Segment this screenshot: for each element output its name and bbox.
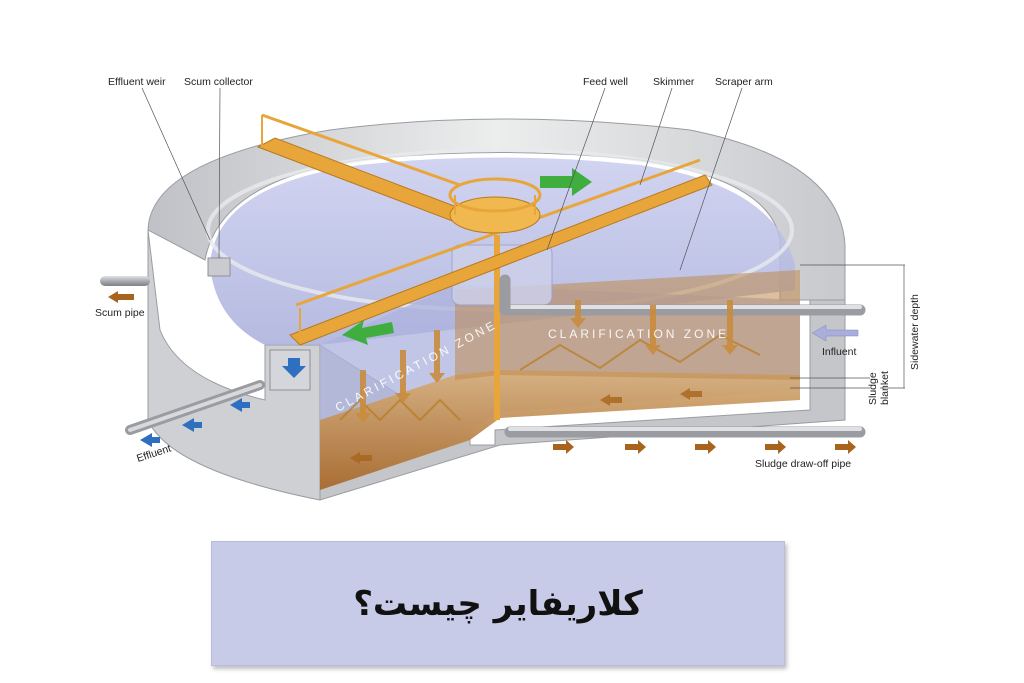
label-feed-well: Feed well [583, 76, 628, 88]
caption-box: کلاریفایر چیست؟ [211, 541, 785, 666]
label-sludge-blanket-1: Sludge [867, 372, 879, 405]
sludge-draw-off-pipe [504, 426, 866, 438]
scum-pipe [100, 276, 150, 286]
label-sludge-draw-off-pipe: Sludge draw-off pipe [755, 458, 851, 470]
sludge-draw-off-arrows [553, 440, 856, 454]
settling-arrows [355, 300, 738, 423]
label-sidewater-depth: Sidewater depth [909, 294, 921, 370]
effluent-arrow-2 [182, 418, 202, 432]
label-scum-pipe: Scum pipe [95, 307, 145, 319]
effluent-arrow-1 [230, 398, 250, 412]
label-scraper-arm: Scraper arm [715, 76, 773, 88]
influent-arrow [811, 324, 859, 342]
flow-arrow-top [540, 168, 592, 196]
walkway-bridge [256, 113, 713, 346]
effluent-pipe [125, 380, 265, 435]
label-effluent-weir: Effluent weir [108, 76, 166, 88]
label-influent: Influent [822, 346, 857, 358]
label-clarification-zone-right: CLARIFICATION ZONE [548, 327, 729, 341]
scum-collector [207, 257, 231, 277]
weir-flow-arrow [282, 358, 306, 378]
label-scum-collector: Scum collector [184, 76, 253, 88]
blanket-flow-arrows [350, 388, 702, 464]
leader-lines [141, 87, 905, 389]
scum-pipe-arrow [108, 291, 134, 303]
influent-pipe [499, 274, 866, 316]
label-skimmer: Skimmer [653, 76, 695, 88]
flow-arrow-left [342, 320, 394, 345]
clarifier-diagram: Effluent weir Scum collector Feed well S… [95, 76, 921, 501]
label-effluent: Effluent [135, 442, 172, 464]
effluent-arrow-3 [140, 433, 160, 447]
label-sludge-blanket-2: blanket [879, 371, 891, 405]
caption-title: کلاریفایر چیست؟ [353, 583, 643, 624]
